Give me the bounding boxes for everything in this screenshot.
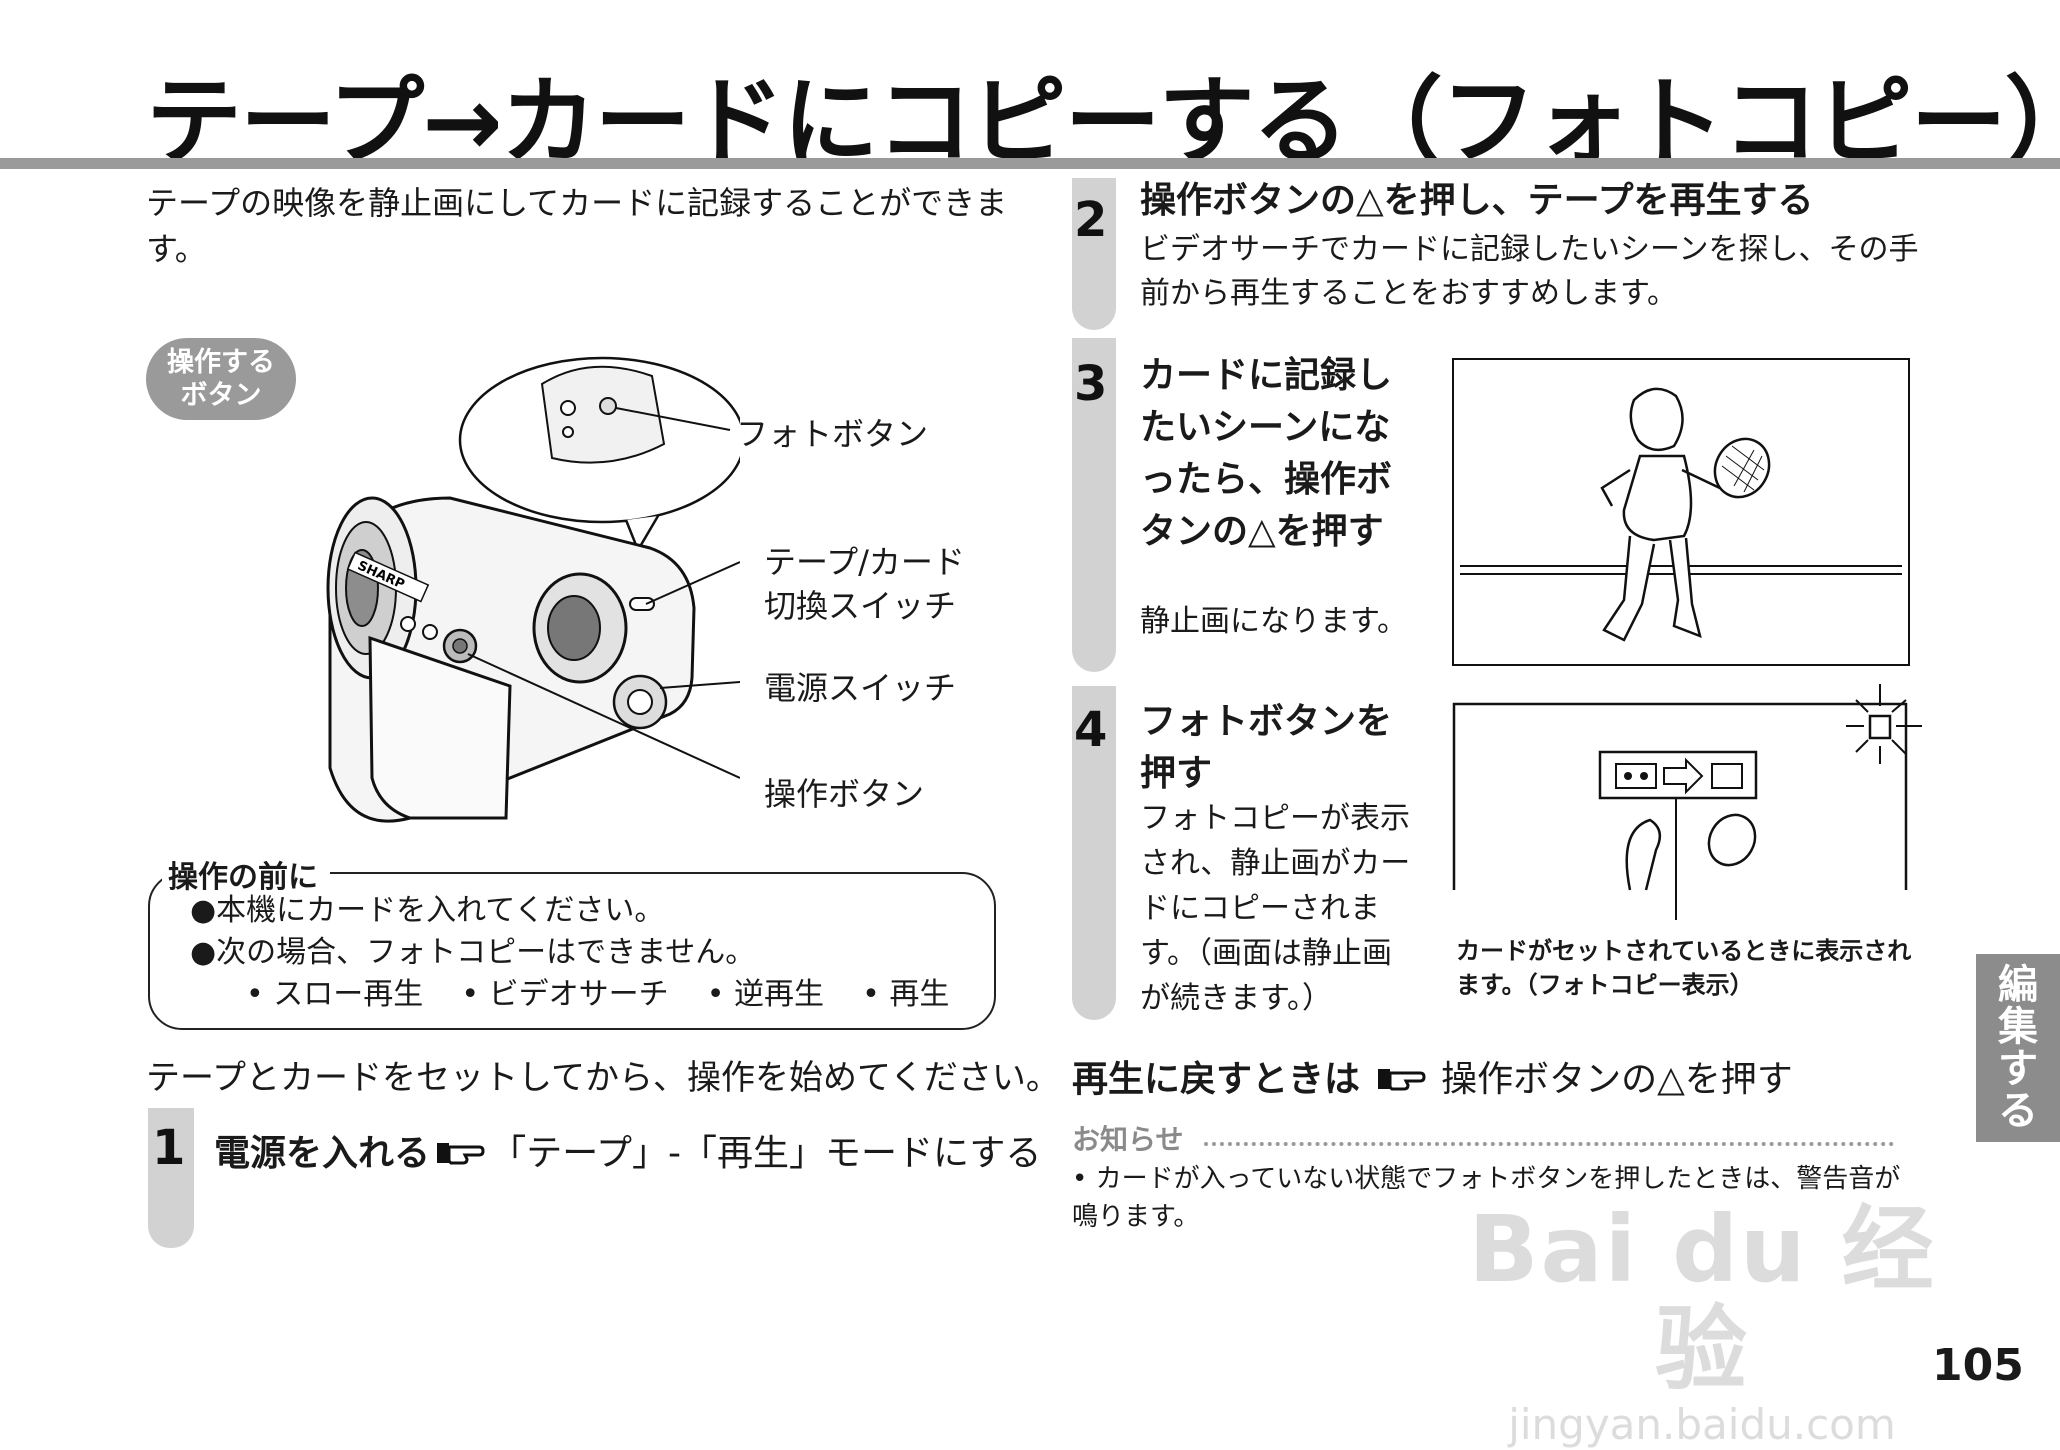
watermark: Bai du 经验 jingyan.baidu.com xyxy=(1462,1200,1942,1450)
return-note: 再生に戻すときは 操作ボタンの△を押す xyxy=(1072,1050,1793,1102)
still-image-screen xyxy=(1452,358,1910,666)
badge-line-1: 操作する xyxy=(167,347,275,378)
mode-search: • ビデオサーチ xyxy=(461,977,669,1012)
before-operation-title: 操作の前に xyxy=(162,852,330,896)
tape-card-note: テープとカードをセットしてから、操作を始めてください。 xyxy=(146,1058,1060,1098)
step-2-number: 2 xyxy=(1074,192,1108,248)
step-4-bar xyxy=(1072,686,1116,1020)
notice-divider xyxy=(1204,1142,1894,1146)
step-4-number: 4 xyxy=(1074,702,1108,758)
before-item-1: ●本機にカードを入れてください。 xyxy=(190,893,665,928)
pointing-hand-icon xyxy=(1377,1069,1426,1091)
step-2-heading: 操作ボタンの△を押し、テープを再生する xyxy=(1140,180,1814,221)
callout-tape-card-switch: テープ/カード 切換スイッチ xyxy=(764,540,965,628)
card-flash-icon xyxy=(1846,684,1922,764)
callout-tape-card-line-2: 切換スイッチ xyxy=(764,587,957,625)
callout-power-switch: 電源スイッチ xyxy=(764,669,957,707)
step-3-description: 静止画になります。 xyxy=(1140,604,1407,639)
intro-text: テープの映像を静止画にしてカードに記録することができます。 xyxy=(146,184,1008,268)
return-label: 再生に戻すときは xyxy=(1072,1059,1361,1100)
pointing-hand-icon xyxy=(437,1143,485,1165)
step-1-reference: 「テープ」-「再生」モードにする xyxy=(490,1133,1042,1174)
mode-slow: • スロー再生 xyxy=(246,977,424,1012)
return-action: 操作ボタンの△を押す xyxy=(1441,1059,1793,1100)
step-1-title: 電源を入れる xyxy=(214,1133,431,1174)
camcorder-illustration: SHARP xyxy=(326,356,740,823)
section-side-tab: 編 集 す る xyxy=(1976,954,2060,1142)
step-1-number: 1 xyxy=(152,1120,186,1176)
watermark-brand: Bai du 经验 xyxy=(1468,1196,1936,1403)
side-tab-char-2: 集 xyxy=(1998,1004,2038,1050)
step-2-description: ビデオサーチでカードに記録したいシーンを探し、その手前から再生することをおすすめ… xyxy=(1140,232,1919,311)
unavailable-modes: • スロー再生 • ビデオサーチ • 逆再生 • 再生 xyxy=(246,974,949,1016)
step-1-heading: 電源を入れる 「テープ」-「再生」モードにする xyxy=(214,1124,1041,1179)
side-tab-char-3: す xyxy=(1998,1046,2038,1092)
callout-operation-button: 操作ボタン xyxy=(764,775,925,813)
callout-photo-button: フォトボタン xyxy=(736,415,929,453)
step-3-bar xyxy=(1072,338,1116,672)
step-3-heading: カードに記録したいシーンになったら、操作ボタンの△を押す xyxy=(1140,355,1393,552)
operation-button-badge: 操作する ボタン xyxy=(146,338,296,420)
photo-copy-screen xyxy=(1452,684,1922,920)
notice-title: お知らせ xyxy=(1072,1123,1184,1156)
mode-play: • 再生 xyxy=(862,977,950,1012)
step-2-bar xyxy=(1072,178,1116,330)
watermark-url: jingyan.baidu.com xyxy=(1508,1400,1896,1449)
tennis-player-figure xyxy=(1600,387,1771,642)
step-4-description: フォトコピーが表示され、静止画がカードにコピーされます。（画面は静止画が続きます… xyxy=(1140,801,1411,1016)
racket-strings xyxy=(1721,445,1765,493)
page-number: 105 xyxy=(1932,1340,2024,1391)
photo-copy-caption: カードがセットされているときに表示されます。（フォトコピー表示） xyxy=(1456,937,1912,999)
step-1-bar xyxy=(148,1108,194,1248)
notice-text: • カードが入っていない状態でフォトボタンを押したときは、警告音が鳴ります。 xyxy=(1072,1164,1901,1232)
side-tab-char-4: る xyxy=(1998,1088,2038,1134)
before-item-2: ●次の場合、フォトコピーはできません。 xyxy=(190,935,756,970)
before-operation-box xyxy=(148,872,996,1030)
side-tab-char-1: 編 xyxy=(1998,962,2038,1008)
badge-line-2: ボタン xyxy=(180,380,262,411)
mode-reverse: • 逆再生 xyxy=(706,977,825,1012)
step-3-number: 3 xyxy=(1074,356,1108,412)
step-4-heading: フォトボタンを押す xyxy=(1140,701,1393,794)
callout-tape-card-line-1: テープ/カード xyxy=(764,543,965,581)
title-rule xyxy=(0,158,2060,169)
